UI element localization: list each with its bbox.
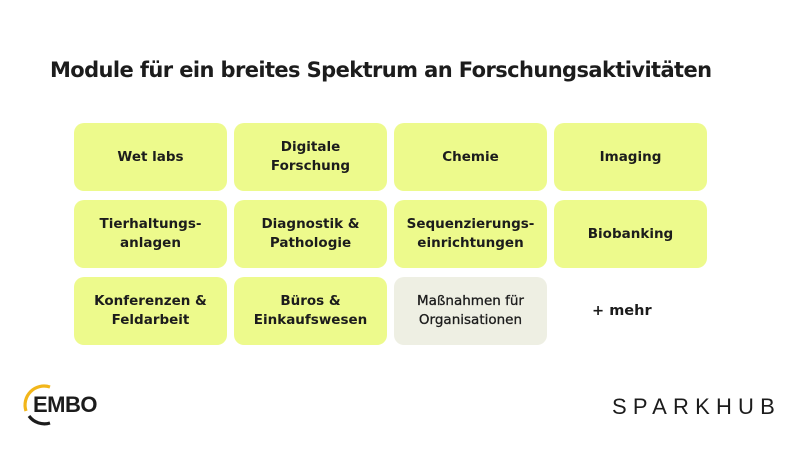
module-digitale-forschung: Digitale Forschung: [234, 123, 387, 191]
module-sequenzierungseinrichtungen: Sequenzierungs- einrichtungen: [394, 200, 547, 268]
module-tierhaltungsanlagen: Tierhaltungs- anlagen: [74, 200, 227, 268]
sparkhub-logo: SPARKHUB: [612, 394, 781, 419]
module-chemie: Chemie: [394, 123, 547, 191]
page-title: Module für ein breites Spektrum an Forsc…: [50, 58, 712, 82]
module-biobanking: Biobanking: [554, 200, 707, 268]
module-diagnostik-pathologie: Diagnostik & Pathologie: [234, 200, 387, 268]
embo-logo: EMBO: [20, 383, 110, 427]
module-massnahmen-organisationen: Maßnahmen für Organisationen: [394, 277, 547, 345]
module-grid: Wet labs Digitale Forschung Chemie Imagi…: [74, 123, 707, 345]
embo-wordmark: EMBO: [33, 392, 98, 417]
embo-arc-icon: [23, 384, 51, 426]
module-konferenzen-feldarbeit: Konferenzen & Feldarbeit: [74, 277, 227, 345]
module-bueros-einkaufswesen: Büros & Einkaufswesen: [234, 277, 387, 345]
more-modules-label: + mehr: [592, 302, 652, 319]
module-imaging: Imaging: [554, 123, 707, 191]
module-wet-labs: Wet labs: [74, 123, 227, 191]
